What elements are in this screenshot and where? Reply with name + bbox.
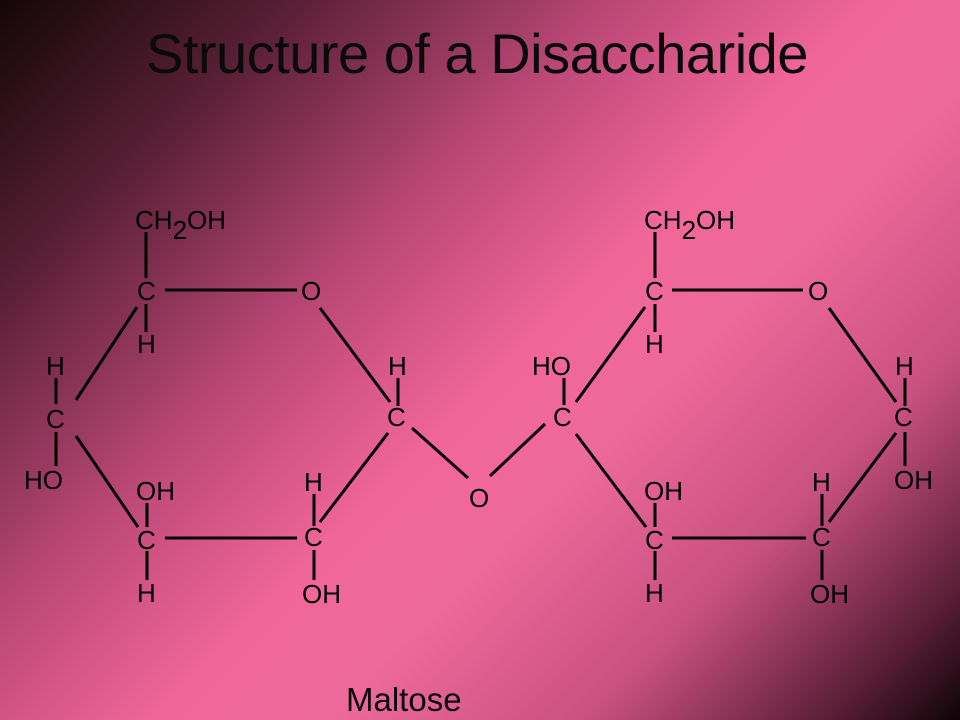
ring1-labels: CH2OH C H O H C HO OH C H H C OH H C bbox=[24, 205, 407, 609]
glycosidic-oxygen-label: O bbox=[469, 483, 489, 513]
bond-ring2-o-c1 bbox=[827, 307, 898, 403]
ring1-c2-oh-label: OH bbox=[302, 579, 341, 609]
ring2-ch2oh-label: CH2OH bbox=[644, 205, 735, 245]
slide-title: Structure of a Disaccharide bbox=[146, 22, 808, 85]
bond-ring1-c2-c1 bbox=[318, 432, 390, 523]
ring1-ring-oxygen-label: O bbox=[301, 276, 321, 306]
ring2-c5-label: C bbox=[645, 276, 664, 306]
ring1-c5-label: C bbox=[137, 276, 156, 306]
ring2-c3-label: C bbox=[645, 525, 664, 555]
ring1-c3-oh-label: OH bbox=[136, 476, 175, 506]
bond-ring1-c4-c3 bbox=[74, 435, 140, 528]
ring1-c4-h-label: H bbox=[46, 351, 65, 381]
ring1-c4-label: C bbox=[46, 404, 65, 434]
ring2-c3-h-label: H bbox=[645, 578, 664, 608]
ring2-labels: CH2OH C H O HO C OH C H H C OH H C OH bbox=[532, 205, 933, 609]
bond-ring2-c2-c1 bbox=[827, 432, 898, 523]
ring2-c2-label: C bbox=[812, 522, 831, 552]
ring2-c1-oh-label: OH bbox=[894, 465, 933, 495]
bond-glycosidic-left bbox=[411, 426, 469, 480]
bonds bbox=[54, 232, 907, 580]
bond-ring2-c5-c4 bbox=[574, 306, 647, 403]
ring1-c1-h-label: H bbox=[388, 351, 407, 381]
ring1-c2-h-label: H bbox=[304, 467, 323, 497]
ring2-c5-h-label: H bbox=[645, 329, 664, 359]
ring1-c4-ho-label: HO bbox=[24, 465, 63, 495]
bond-ring1-c5-c4 bbox=[74, 306, 139, 401]
bond-glycosidic-right bbox=[488, 422, 547, 478]
ring1-c3-label: C bbox=[137, 525, 156, 555]
ring2-c2-h-label: H bbox=[812, 467, 831, 497]
bond-ring2-c4-c3 bbox=[574, 433, 648, 528]
ring1-c5-h-label: H bbox=[137, 329, 156, 359]
ring1-ch2oh-label: CH2OH bbox=[135, 205, 226, 245]
ring2-c1-label: C bbox=[894, 402, 913, 432]
diagram-caption: Maltose bbox=[346, 681, 462, 718]
ring1-c2-label: C bbox=[304, 522, 323, 552]
ring2-c4-ho-label: HO bbox=[532, 351, 571, 381]
ring2-c3-oh-label: OH bbox=[644, 476, 683, 506]
ring1-c1-label: C bbox=[387, 402, 406, 432]
ring2-c4-label: C bbox=[553, 402, 572, 432]
ring2-c1-h-label: H bbox=[895, 351, 914, 381]
ring2-c2-oh-label: OH bbox=[810, 579, 849, 609]
bond-ring1-o-c1 bbox=[318, 307, 392, 403]
ring2-ring-oxygen-label: O bbox=[808, 276, 828, 306]
ring1-c3-h-label: H bbox=[137, 578, 156, 608]
